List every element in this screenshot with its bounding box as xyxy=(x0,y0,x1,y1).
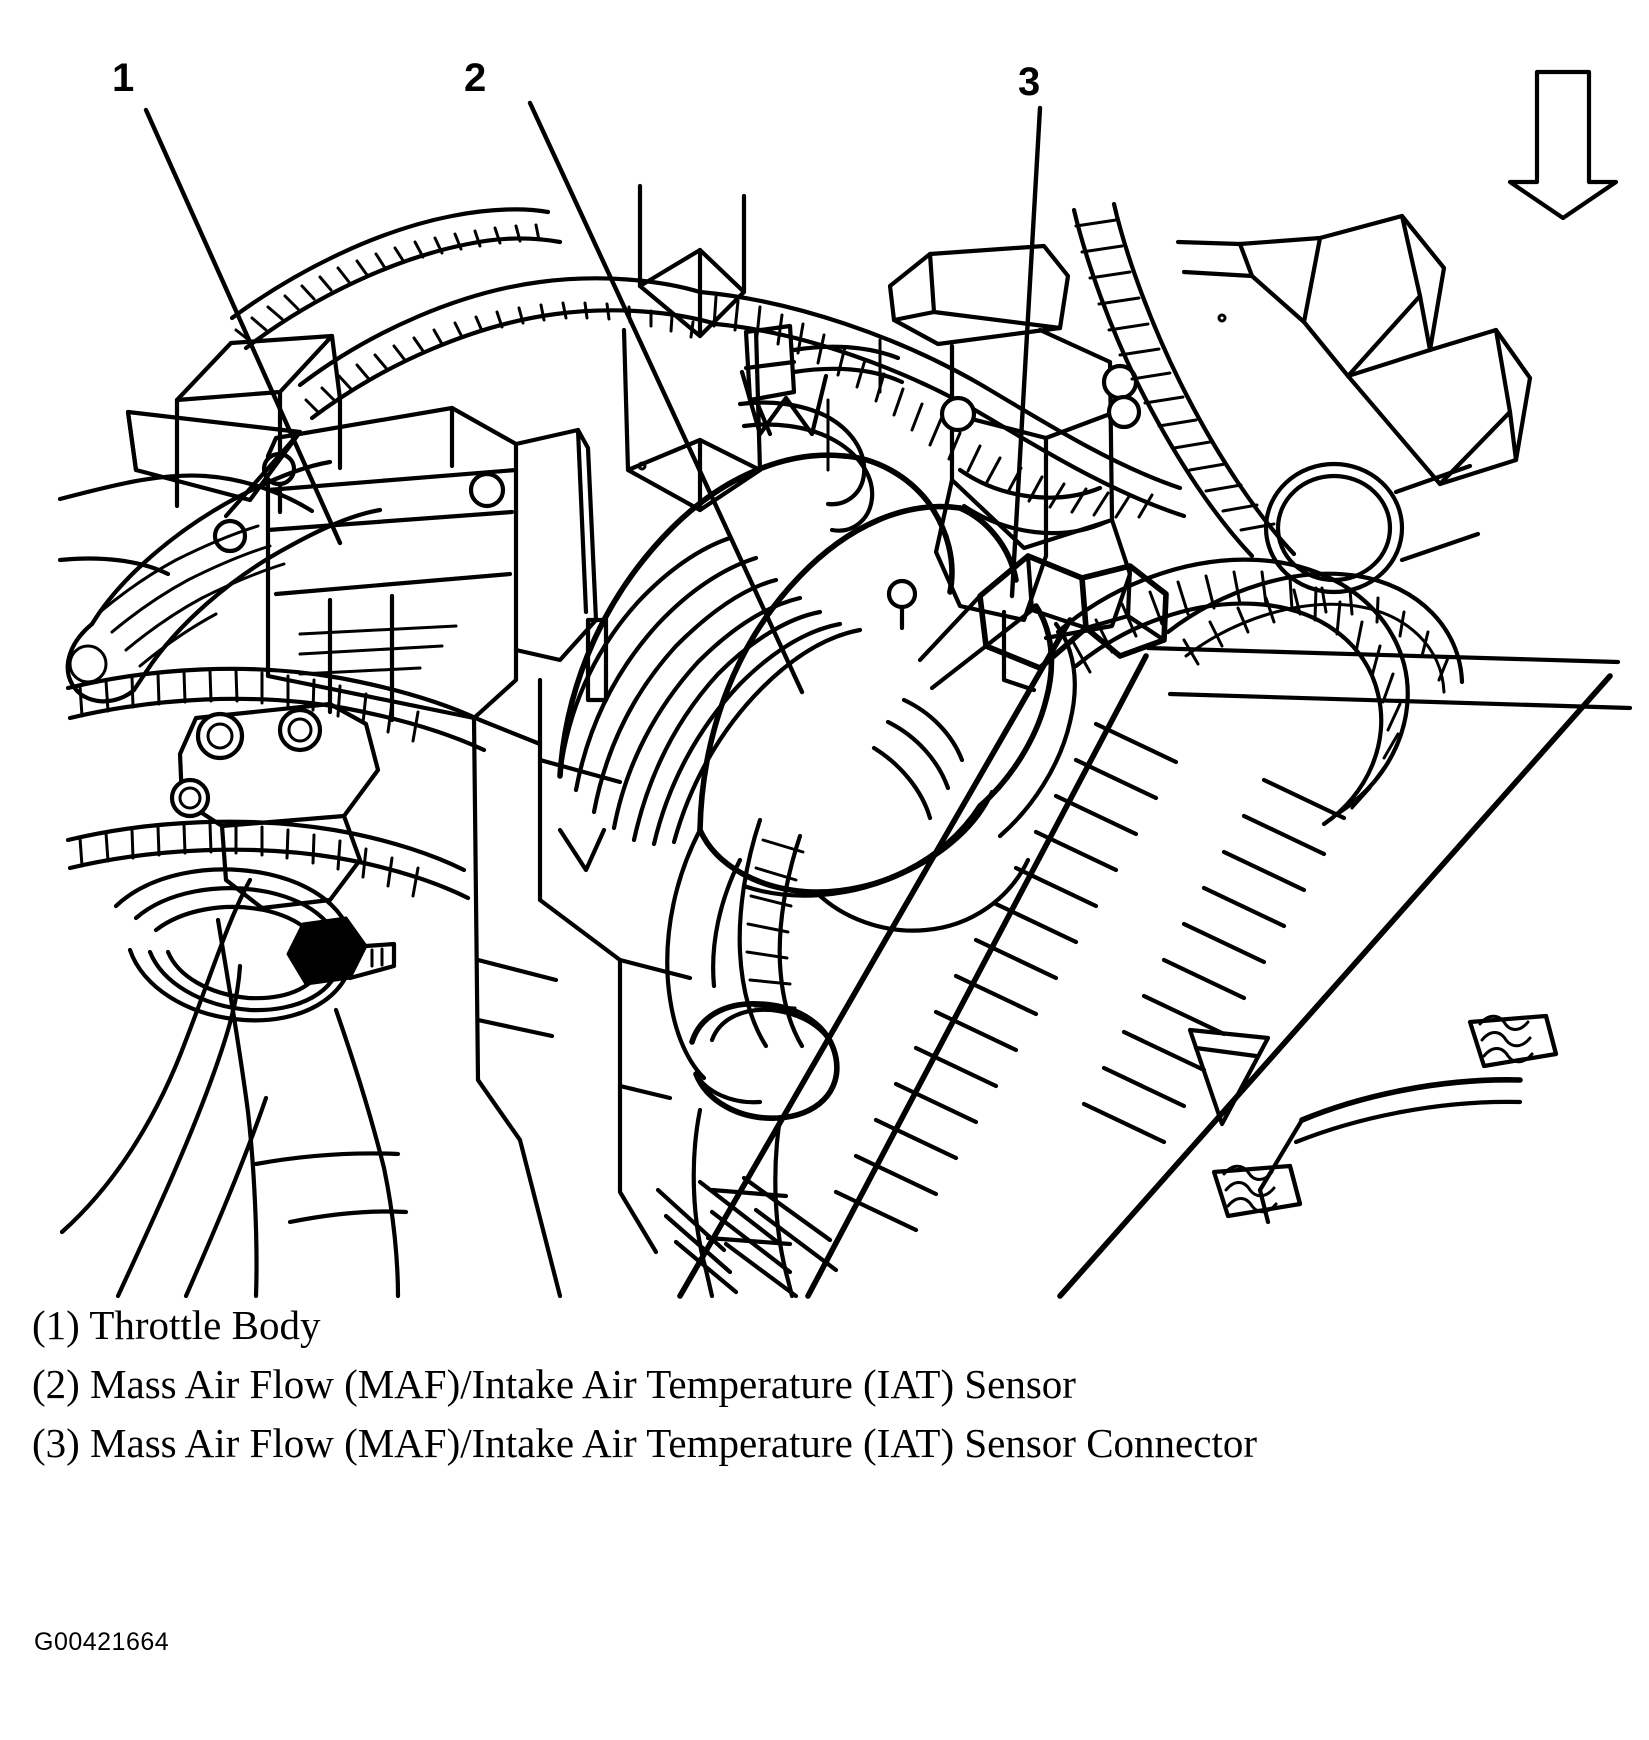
callout-number-1: 1 xyxy=(112,56,135,100)
callout-number-3: 3 xyxy=(1018,60,1041,104)
leader-line-2 xyxy=(527,100,805,695)
air-intake-duct xyxy=(557,452,1077,933)
left-corrugated-boot xyxy=(65,459,383,704)
right-circular-ring xyxy=(1263,461,1481,595)
bolt-head xyxy=(169,777,211,819)
corrugated-hose-right-vertical xyxy=(1071,201,1297,559)
right-plenum-assembly xyxy=(887,243,1142,641)
caption-line-1: (1) Throttle Body xyxy=(32,1302,321,1348)
bolt-head xyxy=(277,707,323,753)
figure-caption: (1) Throttle Body (2) Mass Air Flow (MAF… xyxy=(32,1296,1612,1473)
bolt xyxy=(1106,394,1142,430)
caption-line-3: (3) Mass Air Flow (MAF)/Intake Air Tempe… xyxy=(32,1420,1257,1466)
line-art-canvas: .ln { fill:none; stroke:#000; stroke-wid… xyxy=(0,0,1649,1300)
lower-left-hose-b xyxy=(65,819,471,901)
fan-shroud xyxy=(677,617,1633,1299)
bolt xyxy=(468,471,506,509)
lower-left-casting xyxy=(115,917,409,1299)
shroud-clip-b xyxy=(1467,1013,1559,1069)
figure-background xyxy=(0,0,1649,1300)
corrugated-hose-upper-left-a xyxy=(229,207,563,351)
lower-center-casting xyxy=(471,677,693,1299)
caption-line-2: (2) Mass Air Flow (MAF)/Intake Air Tempe… xyxy=(32,1361,1076,1407)
leader-line-3 xyxy=(1009,105,1043,599)
duct-nipple xyxy=(886,578,918,610)
misc-details xyxy=(585,313,1227,703)
duct-lower-return-hose xyxy=(665,827,743,1081)
strut-tower-cylinder xyxy=(1175,213,1533,487)
leader-lines xyxy=(143,100,1043,695)
callout-number-2: 2 xyxy=(464,56,487,100)
engine-bay-illustration: .ln { fill:none; stroke:#000; stroke-wid… xyxy=(0,0,1649,1300)
figure-id-code: G00421664 xyxy=(34,1628,170,1656)
lower-center-fins xyxy=(655,1175,839,1299)
center-top-components xyxy=(621,183,905,533)
bolt xyxy=(939,395,977,433)
shroud-clip-a xyxy=(1211,1163,1303,1219)
leader-line-1 xyxy=(143,107,343,546)
front-of-vehicle-arrow xyxy=(1507,69,1619,221)
bolt-head xyxy=(195,711,245,761)
pulley-with-nut xyxy=(113,867,397,1023)
left-bracket xyxy=(125,409,303,519)
